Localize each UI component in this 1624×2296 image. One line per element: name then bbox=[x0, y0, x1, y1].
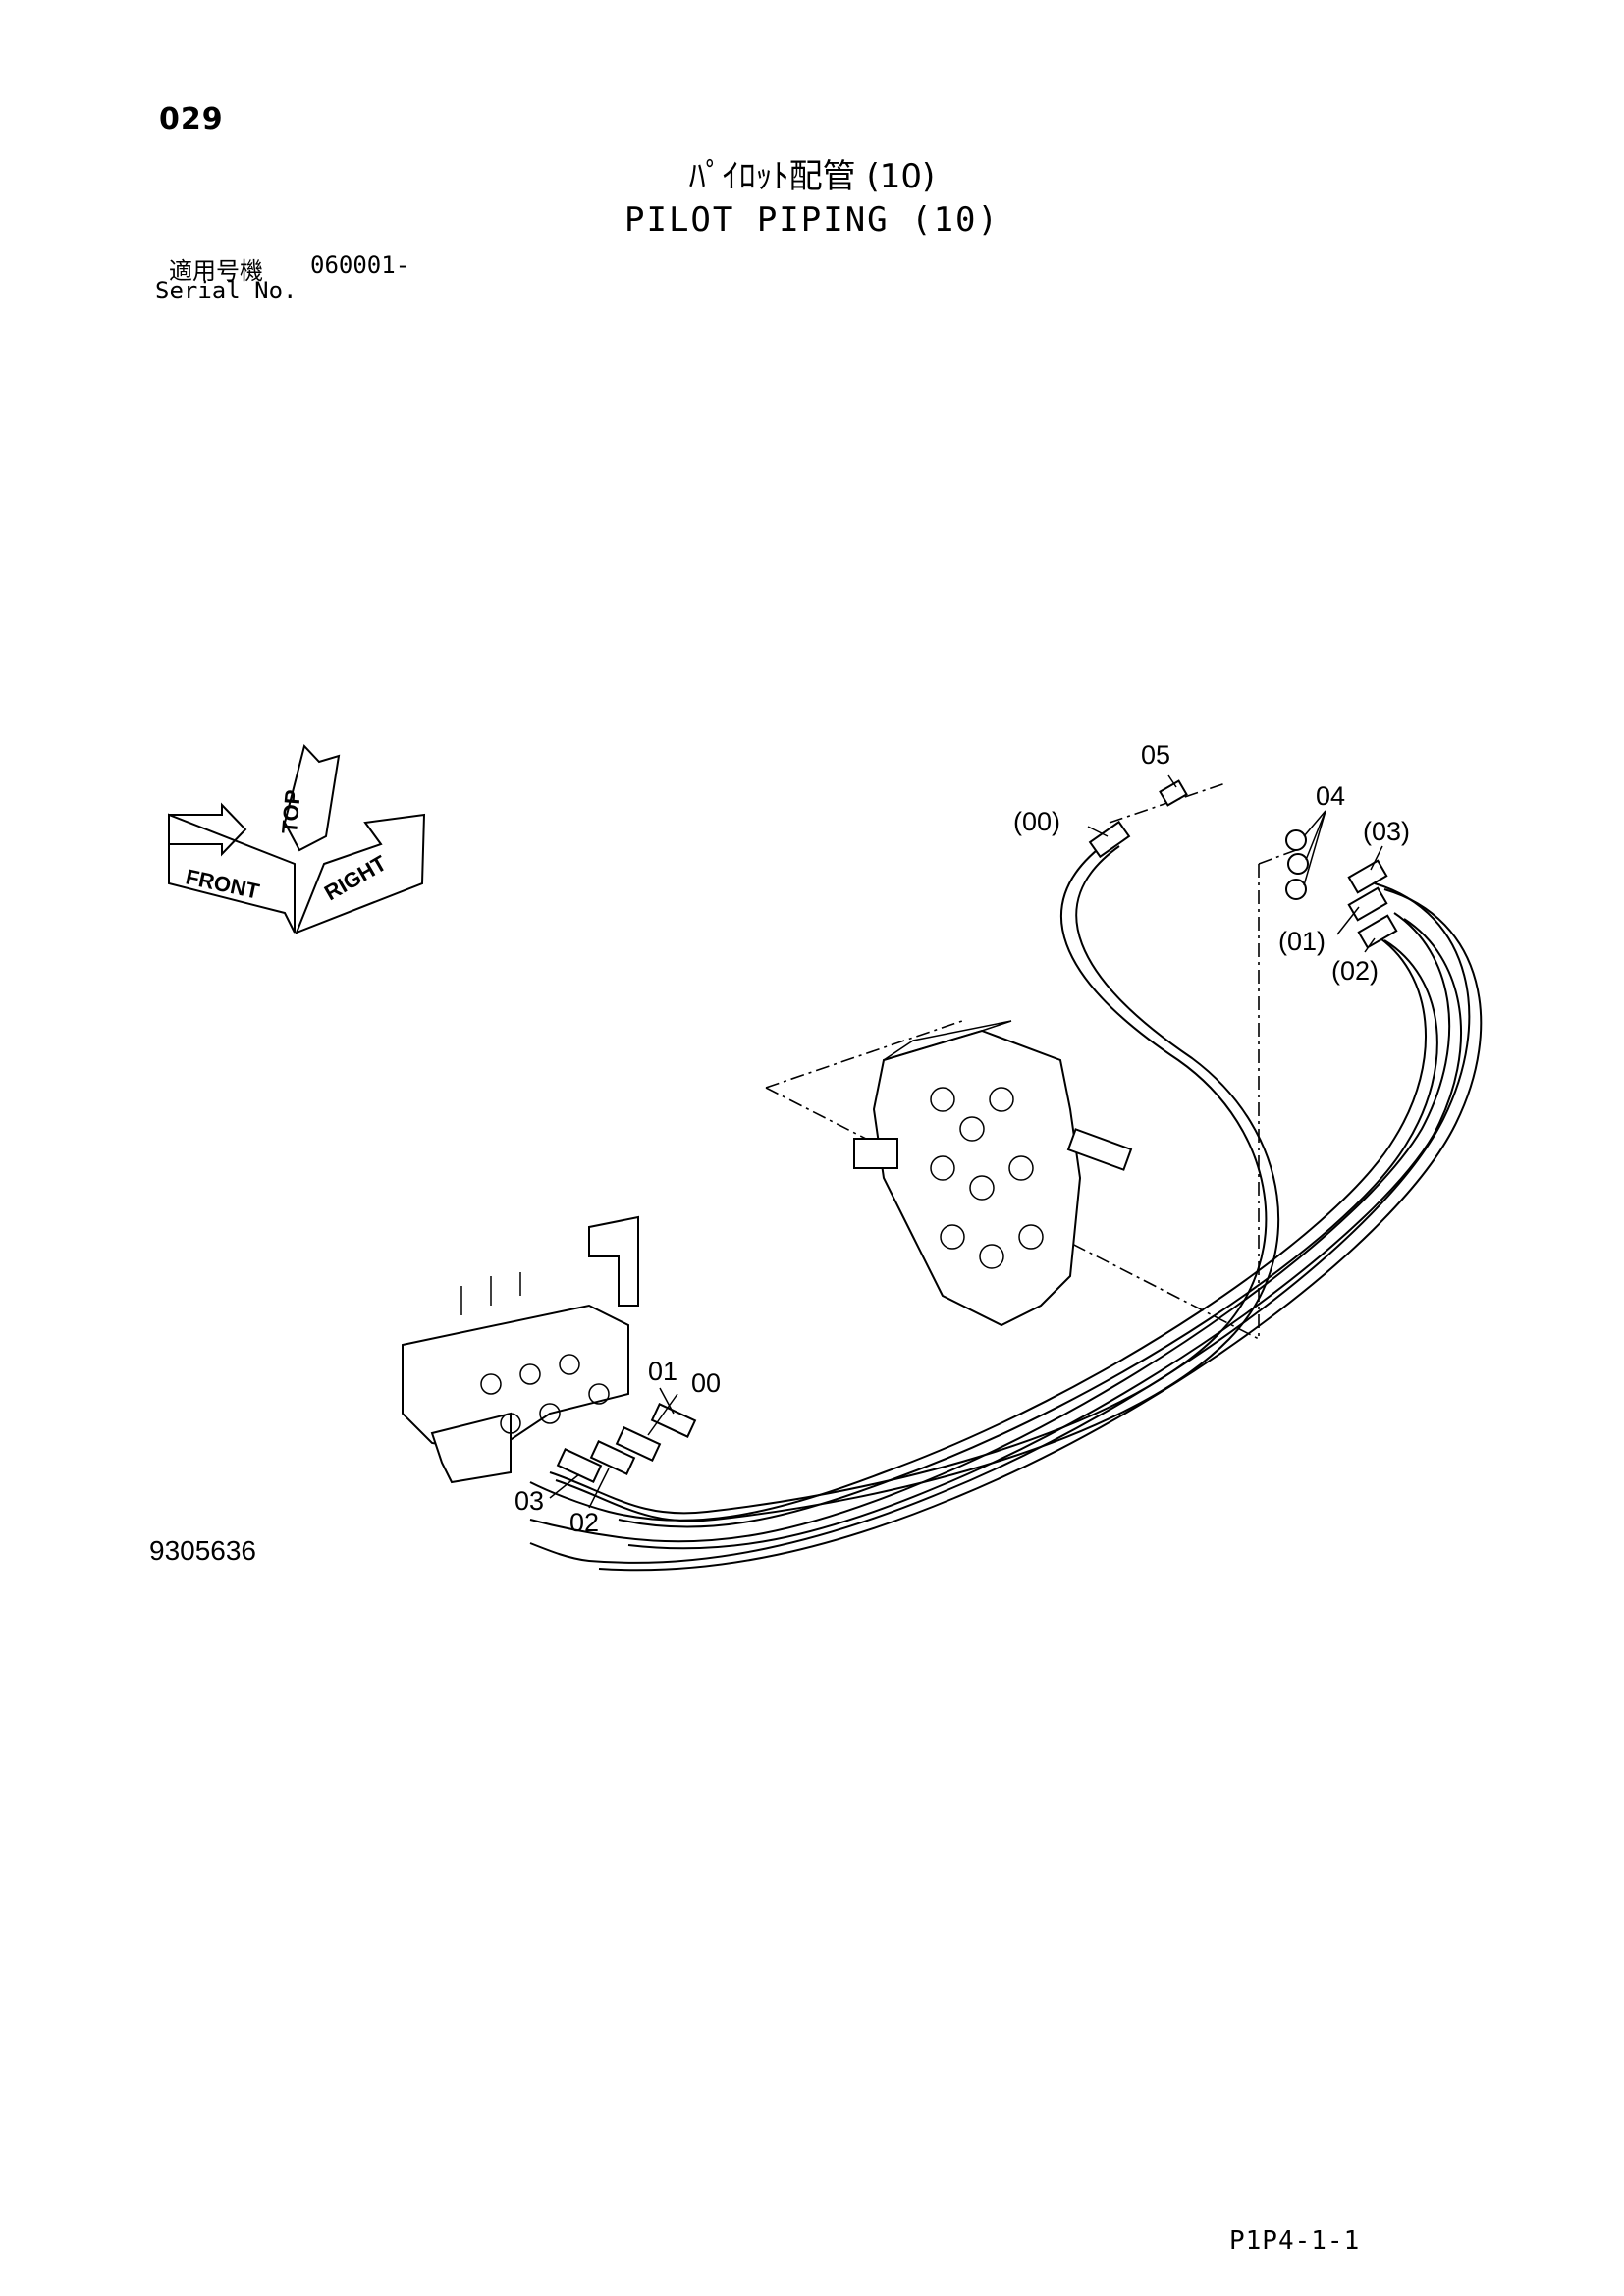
right-label: RIGHT bbox=[320, 850, 391, 905]
callout-02-paren: (02) bbox=[1331, 956, 1379, 986]
page-code: P1P4-1-1 bbox=[1229, 2226, 1361, 2256]
page-title-japanese: ﾊﾟｲﾛｯﾄ配管 (10) bbox=[688, 157, 936, 196]
orientation-indicator: FRONT TOP RIGHT bbox=[168, 743, 426, 934]
hose-end-fitting-01-lower bbox=[650, 1403, 697, 1438]
hose-end-fitting-03 bbox=[1347, 859, 1388, 894]
hose-end-fitting-02 bbox=[1357, 914, 1398, 949]
adapter-04-a bbox=[1285, 829, 1307, 851]
hose-end-fitting-03-lower bbox=[556, 1448, 603, 1483]
hose-end-fitting-00 bbox=[1088, 820, 1131, 859]
leader-lines bbox=[549, 774, 1383, 1509]
callout-03: 03 bbox=[514, 1486, 544, 1516]
adapter-04-c bbox=[1285, 879, 1307, 900]
callout-02: 02 bbox=[569, 1508, 599, 1537]
adapter-04-b bbox=[1287, 853, 1309, 875]
pilot-valve-manifold bbox=[402, 1215, 639, 1484]
callout-04: 04 bbox=[1316, 781, 1345, 811]
callout-01: 01 bbox=[648, 1357, 677, 1386]
top-label: TOP bbox=[277, 789, 305, 835]
hose-end-fitting-01 bbox=[1347, 886, 1388, 922]
control-valve bbox=[853, 1020, 1133, 1327]
serial-label-japanese: 適用号機 bbox=[169, 257, 263, 285]
callouts: 05 (00) 04 (03) (01) (02) 01 00 03 02 bbox=[514, 740, 1410, 1537]
callout-00: 00 bbox=[691, 1368, 721, 1398]
serial-number-value: 060001- bbox=[310, 251, 410, 279]
callout-03-paren: (03) bbox=[1363, 817, 1410, 846]
pilot-hoses bbox=[529, 839, 1483, 1572]
adapter-05 bbox=[1159, 779, 1188, 807]
page-number: 029 bbox=[159, 102, 224, 136]
fittings bbox=[556, 779, 1398, 1483]
hose-end-fitting-00-lower bbox=[615, 1426, 662, 1462]
hose-end-fitting-02-lower bbox=[589, 1440, 636, 1475]
callout-00-paren: (00) bbox=[1013, 807, 1060, 836]
callout-05: 05 bbox=[1141, 740, 1170, 770]
figure-number: 9305636 bbox=[149, 1535, 257, 1566]
callout-01-paren: (01) bbox=[1278, 927, 1326, 956]
serial-label: Serial No. bbox=[155, 277, 298, 304]
page-title: PILOT PIPING (10) bbox=[624, 200, 1000, 240]
